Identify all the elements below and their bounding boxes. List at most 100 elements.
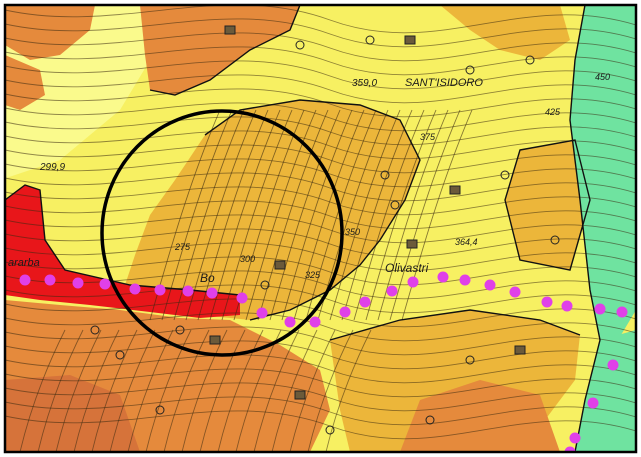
road-label-olivastri: Olivastri xyxy=(385,261,429,275)
hill-contour-line xyxy=(305,109,377,321)
slope-contour-line xyxy=(289,329,336,452)
contour-line xyxy=(5,46,636,76)
route-dot xyxy=(256,307,268,319)
contour-line xyxy=(5,60,636,90)
elevation-label-7: 300 xyxy=(240,254,255,264)
map-symbol xyxy=(175,325,185,335)
place-label: SANT'ISIDORO xyxy=(405,77,483,89)
slope-contour-line xyxy=(37,329,84,452)
route-dot xyxy=(616,306,628,318)
hill-contour-line xyxy=(281,109,353,321)
contour-line xyxy=(5,354,636,384)
zone-red xyxy=(5,185,240,318)
contour-line xyxy=(5,32,636,62)
map-symbol xyxy=(224,25,236,35)
route-dot xyxy=(484,279,496,291)
map-symbol xyxy=(465,355,475,365)
hill-contour-line xyxy=(197,109,269,321)
slope-contour-line xyxy=(73,329,120,452)
route-dot xyxy=(182,285,194,297)
map-symbol xyxy=(115,350,125,360)
map-symbol xyxy=(294,390,306,400)
contour-line xyxy=(5,186,636,216)
elevation-label-2: 299,9 xyxy=(39,162,65,173)
elevation-label-10: 450 xyxy=(595,72,610,82)
contour-line xyxy=(5,326,636,356)
map-border xyxy=(3,3,638,454)
map-symbol xyxy=(465,65,475,75)
map-symbol xyxy=(500,170,510,180)
hill-contour-line xyxy=(353,109,425,321)
route-dot xyxy=(309,316,321,328)
hill-contour-line xyxy=(209,109,281,321)
zone-dark-orange-bottom xyxy=(5,375,140,452)
route-dot xyxy=(594,303,606,315)
hill-contour-line xyxy=(341,109,413,321)
hill-contour-line xyxy=(257,109,329,321)
hill-contour-line xyxy=(161,109,233,321)
zone-orange-topleft xyxy=(5,5,95,60)
highlight-circle xyxy=(100,109,344,357)
route-dot xyxy=(236,292,248,304)
map-symbol xyxy=(295,40,305,50)
slope-contour-line xyxy=(127,329,174,452)
route-dot xyxy=(509,286,521,298)
slope-contour-line xyxy=(307,329,354,452)
map-symbol xyxy=(274,260,286,270)
contour-line xyxy=(5,200,636,230)
zone-green xyxy=(570,5,636,452)
route-dotted-path xyxy=(19,271,628,452)
hill-contour-line xyxy=(293,109,365,321)
zone-orange-bottomright xyxy=(400,380,560,452)
contour-line xyxy=(5,144,636,174)
contour-line xyxy=(5,368,636,398)
elevation-label-4: 375 xyxy=(420,132,436,142)
slope-contour-line xyxy=(109,329,156,452)
contour-line xyxy=(5,172,636,202)
map-symbol xyxy=(550,235,560,245)
route-dot xyxy=(407,276,419,288)
hill-contour-line xyxy=(401,109,473,321)
contour-line xyxy=(5,340,636,370)
contour-line xyxy=(5,5,636,34)
contour-line xyxy=(5,88,636,118)
route-dot xyxy=(44,274,56,286)
elevation-label-6: 325 xyxy=(305,270,321,280)
route-dot xyxy=(564,446,576,452)
hill-contour-line xyxy=(329,109,401,321)
hill-contour-line xyxy=(245,109,317,321)
elevation-label-8: 275 xyxy=(174,242,191,252)
contour-line xyxy=(5,116,636,146)
route-dot xyxy=(359,296,371,308)
route-dot xyxy=(569,432,581,444)
route-dot xyxy=(459,274,471,286)
slope-contour-line xyxy=(181,329,228,452)
slope-contour-line xyxy=(253,329,300,452)
slope-contour-line xyxy=(217,329,264,452)
map-symbol xyxy=(449,185,461,195)
contour-line xyxy=(5,382,636,412)
slope-contour-line xyxy=(55,329,102,452)
map-symbol xyxy=(406,239,418,249)
slope-contour-line xyxy=(91,329,138,452)
route-dot xyxy=(129,283,141,295)
contour-line xyxy=(5,298,636,328)
hill-contour-line xyxy=(389,109,461,321)
map-symbol xyxy=(425,415,435,425)
map-symbol xyxy=(525,55,535,65)
map-symbols xyxy=(90,25,560,435)
route-dot xyxy=(541,296,553,308)
contour-line xyxy=(5,130,636,160)
contour-line xyxy=(5,158,636,188)
route-dot xyxy=(339,306,351,318)
map-symbol xyxy=(390,200,400,210)
contour-line xyxy=(5,312,636,342)
zone-gold-right xyxy=(505,140,590,270)
map-symbol xyxy=(404,35,416,45)
elevation-label-3: 364,4 xyxy=(455,237,478,247)
hill-contour-line xyxy=(377,109,449,321)
route-dot xyxy=(206,287,218,299)
map-symbol xyxy=(155,405,165,415)
